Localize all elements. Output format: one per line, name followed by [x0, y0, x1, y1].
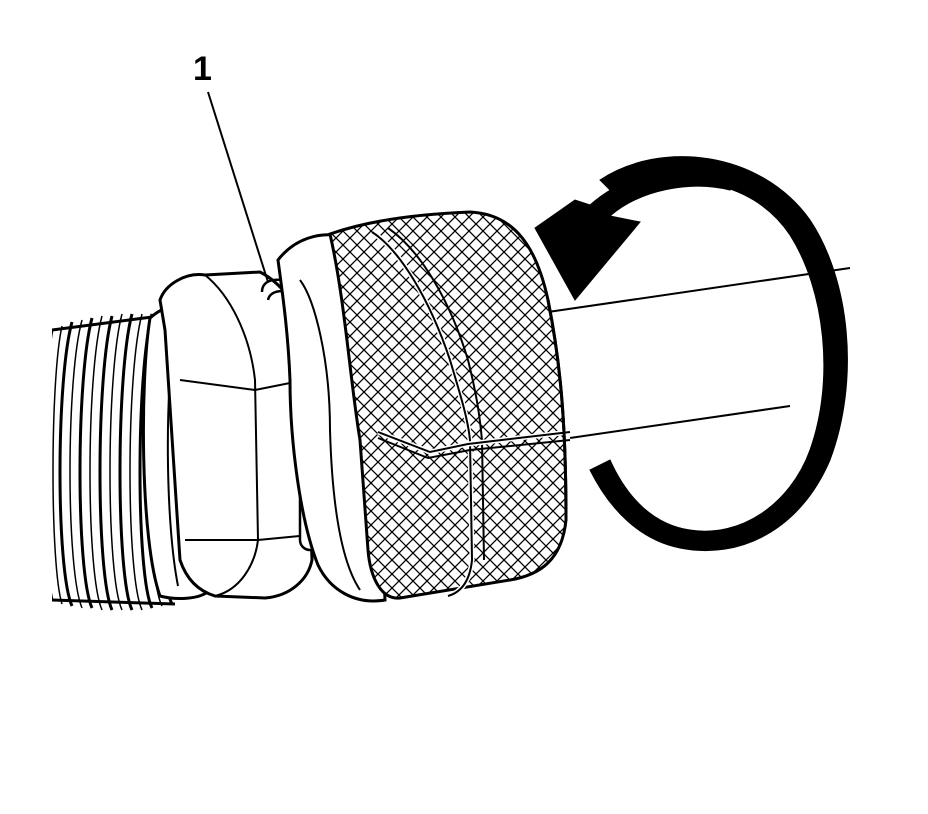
callout-label-1: 1	[193, 50, 212, 88]
shaft	[547, 267, 851, 439]
knurled-coupling-collar	[328, 210, 571, 600]
hex-nut	[158, 270, 314, 600]
callout-leader-line	[207, 91, 269, 283]
rotation-arrow	[534, 156, 848, 552]
